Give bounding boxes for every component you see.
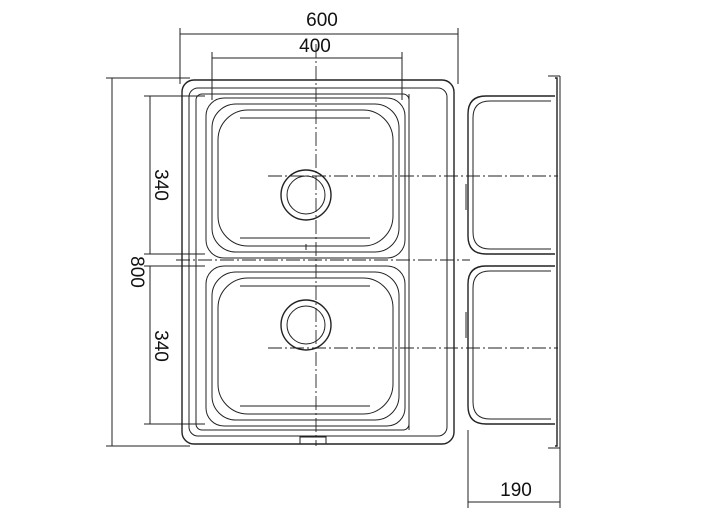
dimension-400-label: 400 [299, 36, 331, 57]
sink-side-view [465, 75, 561, 449]
sink-flange [195, 93, 410, 431]
center-lines [176, 44, 558, 446]
bottom-bowl [205, 265, 406, 427]
dimension-340-bottom: 340 [144, 265, 205, 425]
top-bowl [205, 97, 406, 259]
dimension-400: 400 [211, 36, 403, 100]
sink-plan-view [181, 79, 455, 445]
dimension-800-label: 800 [126, 256, 147, 288]
sink-inner-rim [188, 87, 448, 437]
dimension-600-label: 600 [306, 10, 338, 31]
dimension-340-bottom-label: 340 [150, 330, 171, 362]
dimension-340-top-label: 340 [150, 169, 171, 201]
dimension-800: 800 [106, 77, 190, 447]
dimension-190: 190 [467, 430, 561, 508]
drain-bottom [280, 299, 332, 351]
sink-outer-rim [181, 79, 455, 445]
overflow-tab [299, 436, 327, 445]
dimension-600: 600 [179, 10, 459, 84]
dimension-190-label: 190 [500, 480, 532, 501]
drain-top [280, 169, 332, 221]
dimension-340-top: 340 [144, 95, 205, 255]
